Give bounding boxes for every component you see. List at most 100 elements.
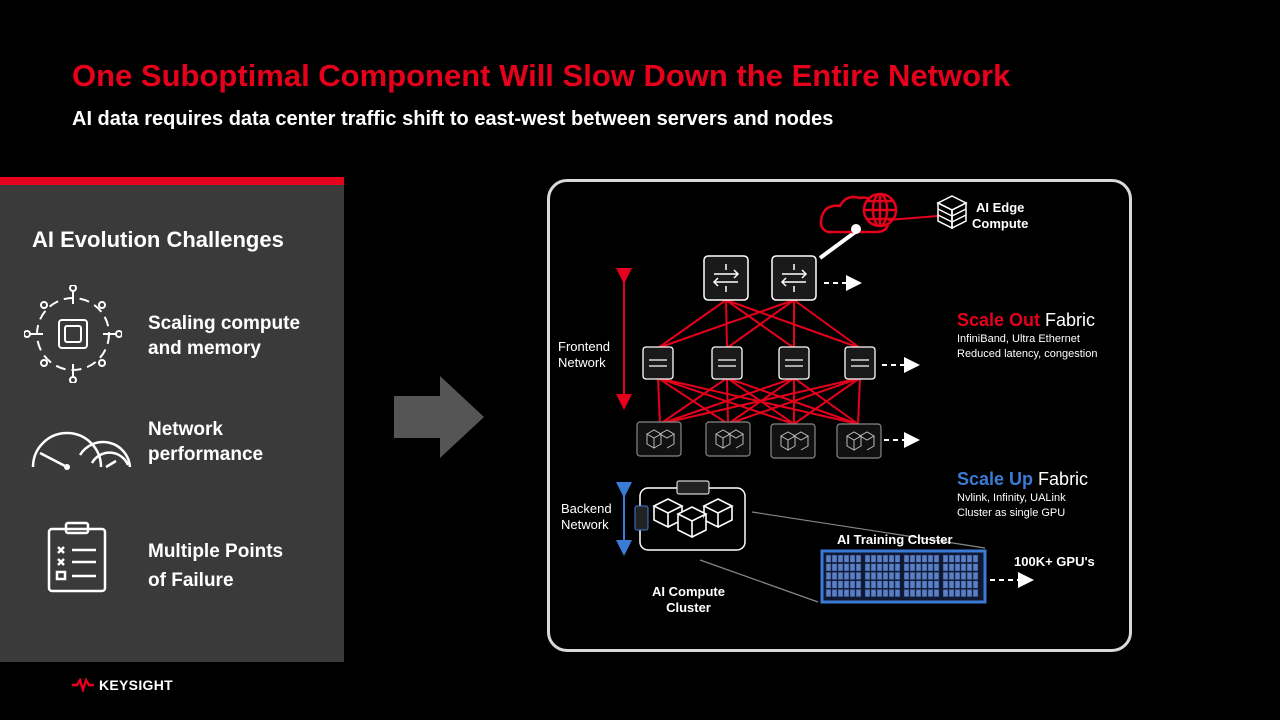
spine-switch-1 xyxy=(703,255,749,301)
scale-up-description: Nvlink, Infinity, UALink Cluster as sing… xyxy=(957,492,1066,519)
gpu-cell xyxy=(954,563,961,572)
gpu-cell xyxy=(864,563,871,572)
gpu-cell xyxy=(948,563,955,572)
gpu-cell xyxy=(855,580,862,589)
checklist-clipboard-icon xyxy=(46,521,108,598)
gpu-cell xyxy=(825,571,832,580)
gpu-cell xyxy=(855,571,862,580)
gpu-cell xyxy=(972,571,979,580)
gpu-cell xyxy=(870,554,877,563)
gpu-cell xyxy=(894,554,901,563)
gpu-cell xyxy=(927,571,934,580)
server-node-3 xyxy=(770,423,816,459)
keysight-wave-icon xyxy=(72,678,94,692)
leaf-switch-1 xyxy=(642,346,674,380)
gpu-cell xyxy=(849,589,856,598)
gpu-cell xyxy=(948,554,955,563)
ai-training-cluster-label: AI Training Cluster xyxy=(837,532,953,547)
gpu-cell xyxy=(843,554,850,563)
edge-server-icon xyxy=(936,195,968,230)
ai-training-cluster xyxy=(820,549,987,604)
gpu-cell xyxy=(903,589,910,598)
gpu-cell xyxy=(927,563,934,572)
gpu-cell xyxy=(837,554,844,563)
gpu-cell xyxy=(876,571,883,580)
gpu-cell xyxy=(849,563,856,572)
gpu-cell xyxy=(921,554,928,563)
gpu-cell xyxy=(960,589,967,598)
scale-out-highlight: Scale Out xyxy=(957,310,1041,330)
page-title: One Suboptimal Component Will Slow Down … xyxy=(72,58,1011,93)
gpu-cell xyxy=(888,554,895,563)
network-diagram-frame xyxy=(547,179,1132,652)
gpu-cell xyxy=(870,571,877,580)
server-node-2 xyxy=(705,421,751,457)
frontend-network-label: Frontend Network xyxy=(558,339,611,370)
challenge-scaling-label: Scaling compute and memory xyxy=(148,313,301,359)
gpu-cell xyxy=(909,554,916,563)
gpu-cell xyxy=(933,563,940,572)
gpu-cell xyxy=(942,563,949,572)
spine-switch-2 xyxy=(771,255,817,301)
gpu-cell xyxy=(948,580,955,589)
gpu-cell xyxy=(825,554,832,563)
gpu-cell xyxy=(894,589,901,598)
gpu-cell xyxy=(855,554,862,563)
processor-chip-icon xyxy=(23,284,123,388)
gpu-cell xyxy=(882,580,889,589)
gpu-cell xyxy=(933,554,940,563)
gpu-cell xyxy=(870,580,877,589)
gpu-cell xyxy=(927,580,934,589)
gpu-cell xyxy=(966,571,973,580)
gpu-cell xyxy=(960,554,967,563)
gpu-cell xyxy=(921,563,928,572)
gpu-cell xyxy=(915,580,922,589)
cloud-globe-icon xyxy=(819,192,898,234)
gpu-cell xyxy=(921,571,928,580)
gpu-cell xyxy=(972,563,979,572)
gpu-cell xyxy=(837,563,844,572)
gpu-cell xyxy=(843,580,850,589)
gpu-cell xyxy=(864,554,871,563)
gpu-cell xyxy=(942,580,949,589)
gpu-cell xyxy=(837,580,844,589)
gpu-count-label: 100K+ GPU's xyxy=(1014,554,1095,569)
gpu-cell xyxy=(972,554,979,563)
gpu-cell xyxy=(915,589,922,598)
gpu-cell xyxy=(831,571,838,580)
gpu-cell xyxy=(915,571,922,580)
challenge-failure-label: Multiple Points of Failure xyxy=(148,541,284,591)
gpu-cell xyxy=(843,589,850,598)
gpu-cell xyxy=(909,589,916,598)
gpu-cell xyxy=(831,580,838,589)
gpu-cell xyxy=(882,589,889,598)
gpu-cell xyxy=(864,580,871,589)
gpu-cell xyxy=(903,554,910,563)
gpu-cell xyxy=(888,589,895,598)
gpu-cell xyxy=(915,554,922,563)
gpu-cell xyxy=(882,563,889,572)
speedometer-icon xyxy=(30,425,134,476)
gpu-cell xyxy=(960,580,967,589)
gpu-cell xyxy=(894,580,901,589)
gpu-cell xyxy=(972,589,979,598)
ai-compute-node xyxy=(634,480,746,551)
spine-leaf-links xyxy=(657,299,861,349)
gpu-cell xyxy=(948,571,955,580)
gpu-cell xyxy=(966,554,973,563)
gpu-cell xyxy=(825,563,832,572)
gpu-cell xyxy=(876,580,883,589)
gpu-cell xyxy=(903,563,910,572)
keysight-brand-text: KEYSIGHT xyxy=(99,677,173,693)
gpu-cell xyxy=(909,563,916,572)
gpu-cell xyxy=(888,563,895,572)
gpu-cell xyxy=(903,580,910,589)
scale-up-highlight: Scale Up xyxy=(957,469,1034,489)
gpu-cell xyxy=(960,571,967,580)
gpu-cell xyxy=(972,580,979,589)
gpu-cell xyxy=(942,554,949,563)
edge-uplink xyxy=(818,228,860,260)
gpu-cell xyxy=(882,554,889,563)
scale-up-fabric-title: Scale Up Fabric xyxy=(957,469,1088,490)
gpu-cell xyxy=(933,571,940,580)
